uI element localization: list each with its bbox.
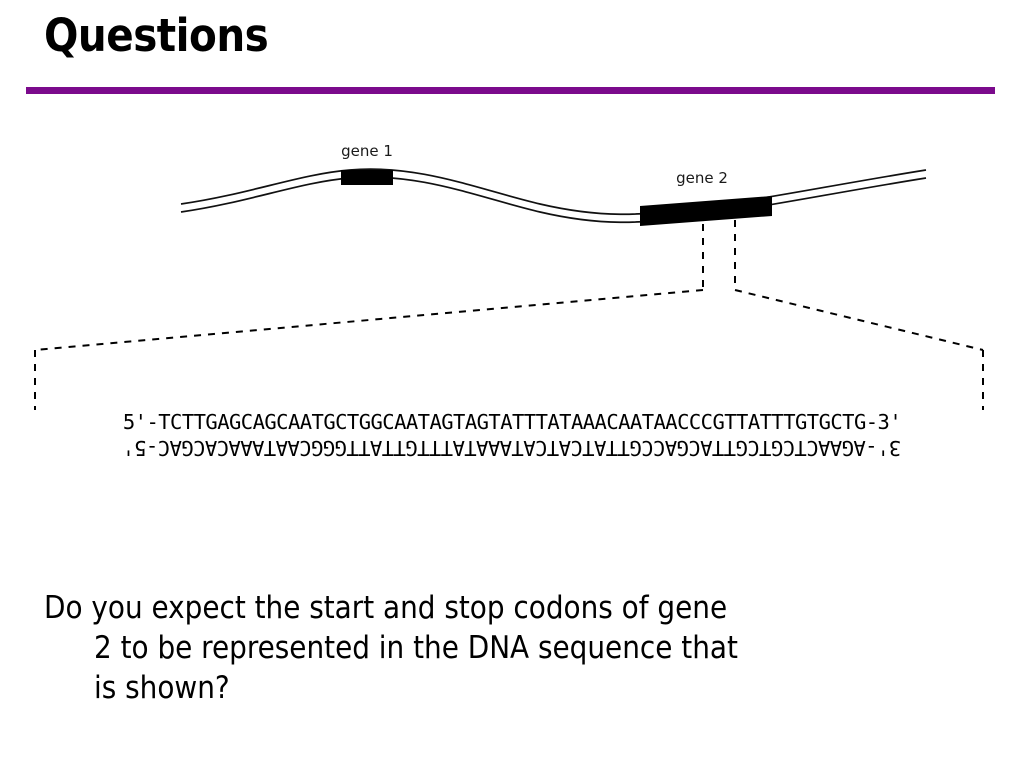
gene2-label: gene 2 (676, 169, 728, 187)
callout-right-diagonal (734, 289, 984, 351)
callout-leader-lines (34, 220, 984, 410)
gene1-label: gene 1 (341, 142, 393, 160)
gene2-marker: gene 2 (640, 169, 772, 226)
question-line-3: is shown? (94, 670, 230, 706)
gene1-marker: gene 1 (341, 142, 393, 185)
gene2-box (640, 196, 772, 226)
page-title: Questions (44, 9, 269, 62)
dna-figure: gene 1 gene 2 (0, 120, 1024, 480)
callout-left-diagonal (34, 289, 704, 351)
dna-figure-svg: gene 1 gene 2 (34, 142, 984, 410)
dna-bottom-strand: 3'-AGAACTCGTCGTTACGACCGTTATCATCATAAATATT… (122, 436, 902, 460)
title-underline-rule (26, 87, 995, 94)
question-text: Do you expect the start and stop codons … (44, 588, 974, 708)
dna-sequence-block: 5'-TCTTGAGCAGCAATGCTGGCAATAGTAGTATTTATAA… (0, 409, 1024, 471)
dna-top-strand: 5'-TCTTGAGCAGCAATGCTGGCAATAGTAGTATTTATAA… (122, 410, 902, 434)
gene1-box (341, 170, 393, 185)
question-line-2: 2 to be represented in the DNA sequence … (94, 630, 738, 666)
dna-backbone (180, 168, 927, 224)
question-line-1: Do you expect the start and stop codons … (44, 590, 728, 626)
